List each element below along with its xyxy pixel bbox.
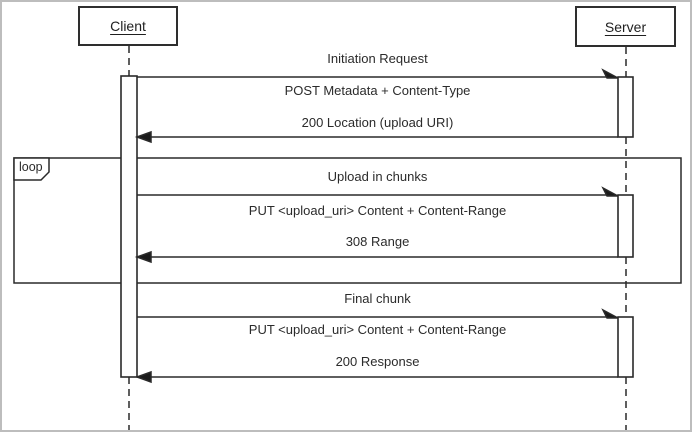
loop-fragment-label: loop [19, 160, 43, 174]
loop-frame-pentagon [13, 157, 50, 181]
response-message-label: 200 Location (upload URI) [301, 115, 454, 130]
exchange-title: Initiation Request [327, 51, 428, 66]
request-message-label: POST Metadata + Content-Type [284, 83, 471, 98]
request-message-label: PUT <upload_uri> Content + Content-Range [248, 322, 507, 337]
request-message-label: PUT <upload_uri> Content + Content-Range [248, 203, 507, 218]
response-message-label: 308 Range [345, 234, 410, 249]
exchange-title: Upload in chunks [327, 169, 428, 184]
response-message-label: 200 Response [335, 354, 420, 369]
exchange-title: Final chunk [344, 291, 411, 306]
server-activation-bar-3 [617, 316, 634, 378]
server-actor-box: Server [575, 6, 676, 47]
client-actor-box: Client [78, 6, 178, 46]
response-arrowhead-2 [134, 250, 152, 264]
client-activation-bar [120, 75, 138, 378]
response-arrowhead-1 [134, 130, 152, 144]
server-actor-label: Server [604, 18, 647, 35]
request-arrowhead-1 [601, 68, 619, 79]
client-actor-label: Client [110, 18, 146, 34]
server-activation-bar-1 [617, 76, 634, 138]
request-arrowhead-2 [601, 186, 619, 197]
server-activation-bar-2 [617, 194, 634, 258]
loop-frame [13, 157, 682, 284]
response-arrowhead-3 [134, 370, 152, 384]
request-arrowhead-3 [601, 308, 619, 319]
